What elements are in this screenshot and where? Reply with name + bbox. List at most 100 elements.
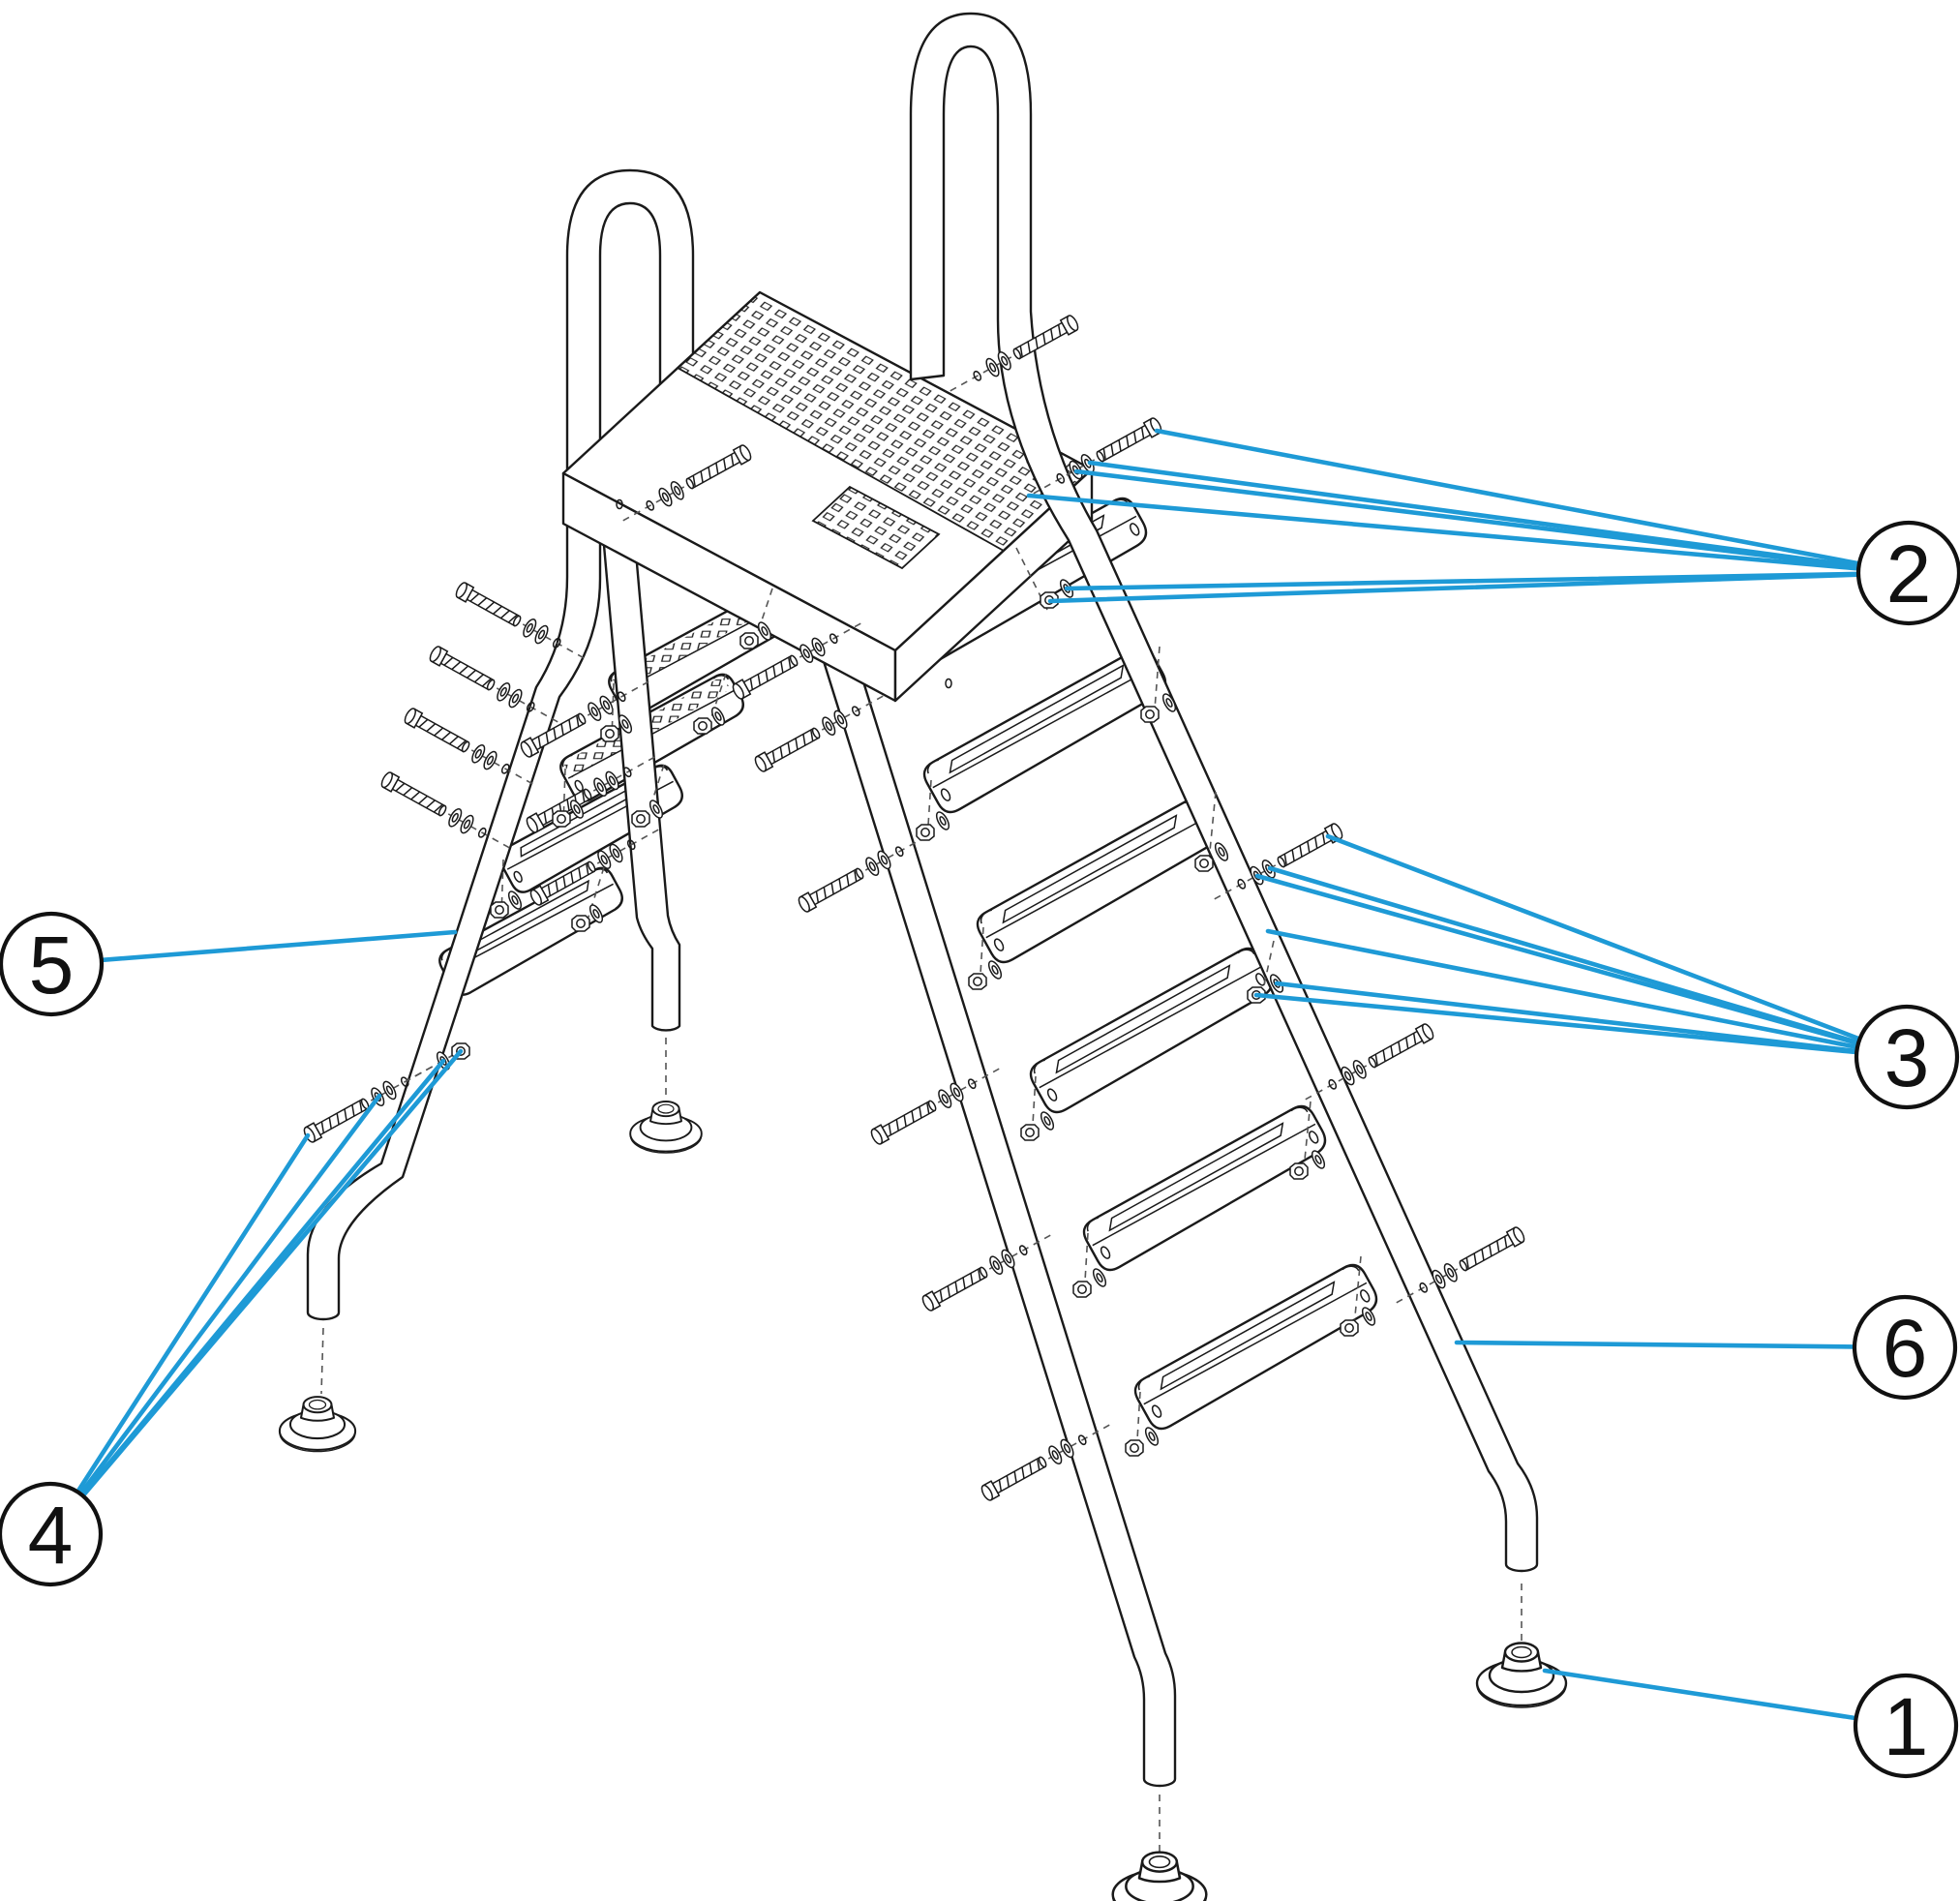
nut	[631, 810, 650, 828]
fastener-hardware	[301, 313, 1527, 1503]
leader-line-6	[1454, 1340, 1856, 1349]
front-frame-far-rail-and-handrail	[909, 12, 1539, 1573]
leader-line-3	[1265, 928, 1859, 1050]
callout-3-label: 3	[1885, 1012, 1930, 1103]
leader-line-5	[100, 929, 458, 963]
nut	[552, 810, 571, 828]
callout-2-platform-fixing-kit[interactable]	[1855, 520, 1960, 626]
callout-5-label: 5	[29, 920, 75, 1011]
callout-6-front-frame[interactable]	[1852, 1294, 1958, 1401]
nut	[968, 973, 987, 990]
fastener-axis	[562, 768, 566, 826]
rail-hole	[1056, 472, 1066, 484]
fastener-axis	[611, 682, 615, 740]
front-step-6	[1129, 1258, 1385, 1435]
bolt	[1456, 1224, 1527, 1275]
nut	[1072, 1281, 1092, 1298]
rail-hole	[1077, 1434, 1087, 1446]
rail-hole	[973, 370, 982, 381]
bolt	[752, 724, 824, 774]
fastener-axis	[500, 859, 504, 917]
front-step-5	[1077, 1100, 1334, 1277]
rail-hole	[1018, 1245, 1028, 1256]
bolt	[796, 864, 867, 915]
foot-rear-near	[629, 1101, 703, 1155]
rail-hole	[646, 499, 655, 511]
foot-front-far	[1475, 1642, 1568, 1709]
rail-hole	[967, 1078, 977, 1090]
washer	[933, 809, 952, 832]
leader-line-3	[1274, 981, 1858, 1054]
leader-line-2	[1073, 468, 1860, 569]
rail-hole	[851, 706, 860, 717]
washer	[1090, 1266, 1109, 1289]
leader-line-4	[81, 1048, 464, 1497]
callout-3-step-fixing-kit[interactable]	[1854, 1004, 1960, 1110]
nut	[1340, 1319, 1359, 1337]
bolt	[920, 1263, 991, 1313]
washer	[1309, 1148, 1328, 1171]
rail-hole	[526, 701, 535, 712]
nut	[739, 632, 759, 649]
rail-hole	[1419, 1282, 1429, 1293]
leader-line-3	[1253, 992, 1858, 1055]
rail-hole	[829, 633, 838, 645]
leader-line-4	[78, 1093, 382, 1495]
rail-hole	[1237, 878, 1247, 890]
bolt	[730, 651, 801, 702]
bolt	[427, 644, 498, 694]
nut	[1289, 1162, 1309, 1180]
callout-6-label: 6	[1883, 1303, 1928, 1394]
leader-line-2	[1047, 572, 1860, 604]
leader-line-3	[1325, 833, 1861, 1041]
nut	[1194, 855, 1214, 872]
fastener-axis	[926, 779, 932, 841]
nut	[916, 824, 935, 841]
callout-4-label: 4	[28, 1490, 74, 1581]
rail-hole	[1328, 1078, 1338, 1090]
leader-line-2	[1087, 460, 1860, 569]
rail-hole	[626, 839, 636, 851]
bolt	[1093, 415, 1164, 466]
platform-hole	[945, 678, 952, 689]
washer	[1038, 1109, 1057, 1132]
nut	[693, 717, 712, 735]
nut	[1125, 1439, 1144, 1457]
rail-hole	[477, 827, 487, 838]
front-step-3	[971, 792, 1227, 969]
callout-1-label: 1	[1884, 1681, 1929, 1772]
nut	[600, 725, 619, 742]
front-frame-near-rail	[811, 617, 1177, 1788]
leader-line-2	[1154, 428, 1861, 566]
leader-line-3	[1267, 865, 1860, 1045]
front-step-4	[1024, 942, 1281, 1119]
foot-rear-far	[278, 1396, 357, 1453]
callout-4-step-fixing-nuts[interactable]	[0, 1481, 104, 1587]
leader-line-2	[1026, 493, 1860, 571]
rail-hole	[500, 763, 510, 774]
bolt	[1365, 1021, 1436, 1071]
callout-1-base-foot[interactable]	[1853, 1673, 1959, 1779]
callout-5-rear-frame[interactable]	[0, 911, 105, 1017]
bolt	[453, 580, 525, 630]
leader-line-2	[1064, 571, 1860, 591]
foot-front-near	[1111, 1851, 1208, 1901]
leader-line-4	[75, 1132, 311, 1494]
leader-line-3	[1254, 873, 1860, 1046]
rail-hole	[894, 846, 904, 858]
bolt	[402, 706, 473, 756]
bolt	[868, 1097, 940, 1147]
rail-hole	[622, 767, 632, 778]
leg-guides	[320, 1038, 1523, 1853]
platform-hole	[616, 498, 623, 510]
nut	[490, 901, 509, 919]
rail-hole	[617, 691, 626, 703]
rail-hole	[552, 637, 561, 649]
bolt	[1274, 821, 1345, 871]
nut	[1140, 706, 1160, 723]
leader-line-1	[1542, 1668, 1857, 1721]
platform-perforated-patch	[811, 485, 941, 570]
bolt	[979, 1453, 1050, 1503]
